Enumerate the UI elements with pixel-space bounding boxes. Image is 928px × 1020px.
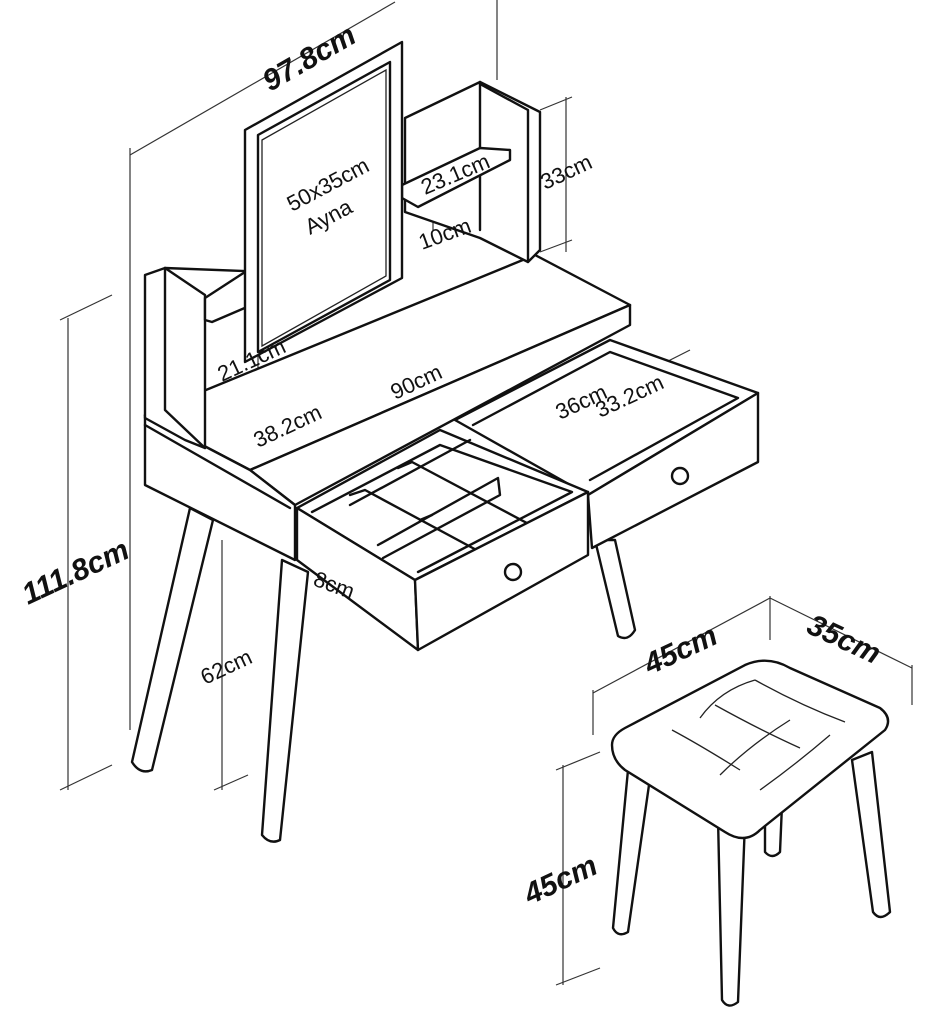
stool — [610, 659, 892, 1007]
mirror-frame — [243, 40, 404, 364]
leg-height-label: 62cm — [197, 644, 256, 689]
stool-right-leg — [850, 750, 892, 919]
stool-width-label: 45cm — [638, 619, 722, 682]
back-right-leg — [593, 538, 637, 640]
front-right-leg — [260, 558, 310, 843]
stool-depth-label: 35cm — [802, 608, 885, 670]
left-cabinet — [143, 413, 297, 562]
stool-cushion — [610, 659, 890, 840]
stool-left-leg — [611, 768, 652, 936]
total-height-label: 111.8cm — [17, 533, 134, 611]
right-drawer-knob — [670, 466, 690, 486]
stool-front-leg — [716, 816, 747, 1007]
stool-height-label: 45cm — [518, 849, 602, 912]
left-drawer-front — [413, 490, 590, 652]
left-drawer-knob — [503, 562, 523, 582]
front-left-leg — [130, 506, 215, 773]
vanity-table — [130, 40, 760, 843]
